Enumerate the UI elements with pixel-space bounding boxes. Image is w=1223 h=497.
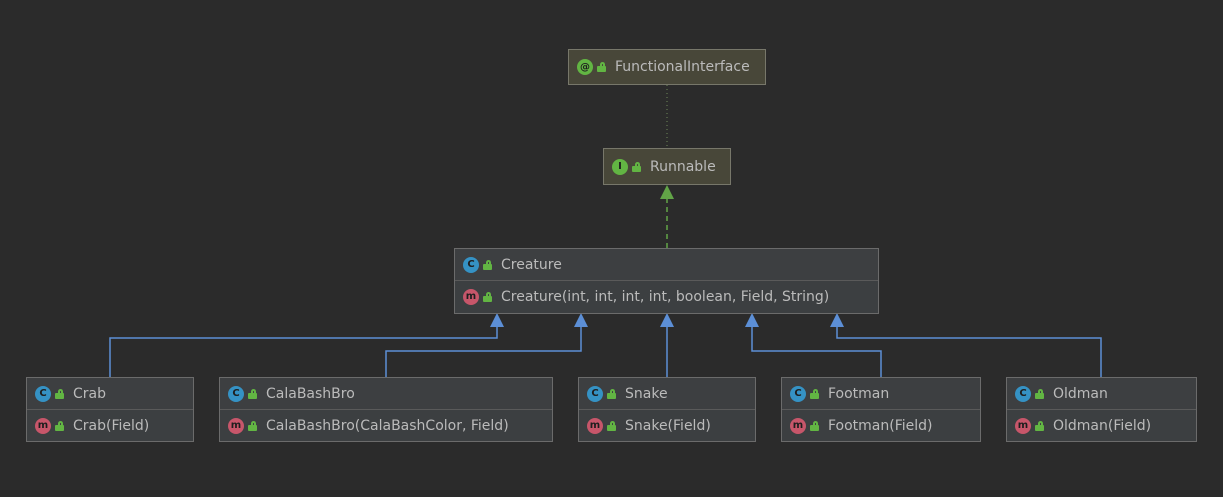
node-title: CalaBashBro	[266, 385, 355, 402]
public-lock-icon	[483, 259, 492, 270]
annotation-icon: @	[577, 59, 593, 75]
member-row[interactable]: m CalaBashBro(CalaBashColor, Field)	[220, 409, 552, 441]
node-title: Footman	[828, 385, 890, 402]
member-signature: Crab(Field)	[73, 417, 150, 434]
method-icon: m	[35, 417, 51, 434]
extends-arrowhead-footman	[745, 313, 759, 327]
public-lock-icon	[1035, 388, 1044, 399]
extends-arrowhead-calabashbro	[574, 313, 588, 327]
method-icon: m	[587, 417, 603, 434]
member-signature: Snake(Field)	[625, 417, 711, 434]
public-lock-icon	[248, 420, 257, 431]
member-signature: Oldman(Field)	[1053, 417, 1152, 434]
public-lock-icon	[1035, 420, 1044, 431]
edge-calabashbro-creature	[385, 325, 582, 377]
public-lock-icon	[248, 388, 257, 399]
node-crab[interactable]: C Crab m Crab(Field)	[26, 377, 194, 442]
class-icon: C	[35, 385, 51, 402]
node-title: Creature	[501, 256, 562, 273]
extends-arrowhead-snake	[660, 313, 674, 327]
member-signature: Creature(int, int, int, int, boolean, Fi…	[501, 288, 830, 305]
public-lock-icon	[55, 388, 64, 399]
edge-oldman-creature	[836, 325, 1102, 377]
edge-footman-creature	[751, 325, 882, 377]
node-oldman[interactable]: C Oldman m Oldman(Field)	[1006, 377, 1197, 442]
node-title: FunctionalInterface	[615, 59, 750, 75]
member-row[interactable]: m Creature(int, int, int, int, boolean, …	[455, 280, 878, 312]
node-creature[interactable]: C Creature m Creature(int, int, int, int…	[454, 248, 879, 314]
class-icon: C	[790, 385, 806, 402]
extends-arrowhead-crab	[490, 313, 504, 327]
public-lock-icon	[810, 420, 819, 431]
node-title: Crab	[73, 385, 106, 402]
public-lock-icon	[810, 388, 819, 399]
node-calabashbro[interactable]: C CalaBashBro m CalaBashBro(CalaBashColo…	[219, 377, 553, 442]
node-snake[interactable]: C Snake m Snake(Field)	[578, 377, 756, 442]
public-lock-icon	[607, 388, 616, 399]
class-icon: C	[587, 385, 603, 402]
public-lock-icon	[607, 420, 616, 431]
public-lock-icon	[597, 62, 606, 72]
node-title: Runnable	[650, 158, 716, 175]
member-signature: Footman(Field)	[828, 417, 933, 434]
public-lock-icon	[55, 420, 64, 431]
member-row[interactable]: m Oldman(Field)	[1007, 409, 1196, 441]
method-icon: m	[790, 417, 806, 434]
node-runnable[interactable]: I Runnable	[603, 148, 731, 185]
node-title: Snake	[625, 385, 668, 402]
member-signature: CalaBashBro(CalaBashColor, Field)	[266, 417, 509, 434]
member-row[interactable]: m Snake(Field)	[579, 409, 755, 441]
node-functionalinterface[interactable]: @ FunctionalInterface	[568, 49, 766, 85]
node-footman[interactable]: C Footman m Footman(Field)	[781, 377, 981, 442]
interface-icon: I	[612, 158, 628, 175]
class-icon: C	[1015, 385, 1031, 402]
public-lock-icon	[632, 161, 641, 172]
method-icon: m	[463, 288, 479, 305]
implements-arrowhead	[660, 185, 674, 199]
class-icon: C	[463, 256, 479, 273]
member-row[interactable]: m Footman(Field)	[782, 409, 980, 441]
member-row[interactable]: m Crab(Field)	[27, 409, 193, 441]
public-lock-icon	[483, 291, 492, 302]
method-icon: m	[228, 417, 244, 434]
extends-arrowhead-oldman	[830, 313, 844, 327]
class-icon: C	[228, 385, 244, 402]
edge-crab-creature	[109, 325, 498, 377]
node-title: Oldman	[1053, 385, 1108, 402]
method-icon: m	[1015, 417, 1031, 434]
